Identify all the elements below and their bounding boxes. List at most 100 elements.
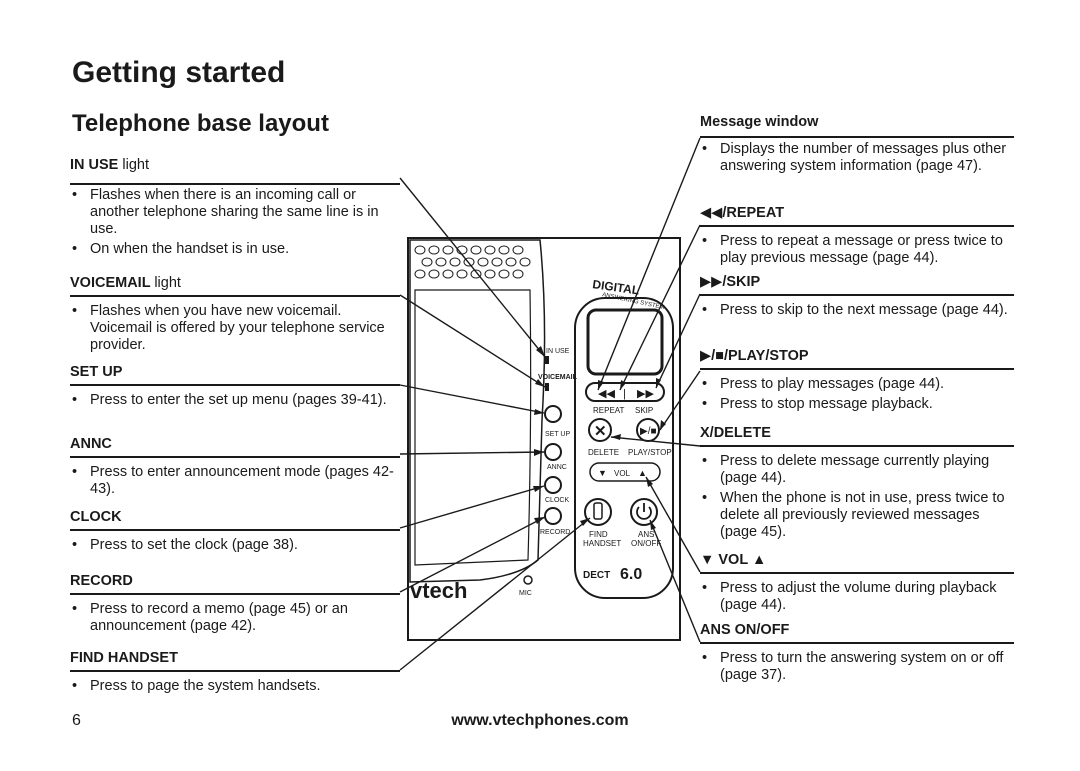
message-window-bullets: Displays the number of messages plus oth… xyxy=(700,136,1014,175)
find-label-device: FIND xyxy=(589,530,608,539)
voicemail-label-device: VOICEMAIL xyxy=(538,374,578,381)
set-up-callout xyxy=(399,384,545,414)
find-handset-heading: FIND HANDSET xyxy=(70,650,400,672)
clock-button xyxy=(544,476,562,494)
clock-callout xyxy=(399,485,545,529)
annc-callout xyxy=(399,451,545,455)
set-up-label-device: SET UP xyxy=(545,431,570,438)
repeat-heading: ◀◀/REPEAT xyxy=(700,205,1014,227)
fast-forward-icon: ▶▶ xyxy=(637,388,654,400)
clock-heading: CLOCK xyxy=(70,509,400,531)
mic-hole xyxy=(523,575,533,585)
record-callout xyxy=(399,516,546,593)
delete-label-device: DELETE xyxy=(588,448,619,457)
delete-heading: X/DELETE xyxy=(700,425,1014,447)
ans-on-off-section: ANS ON/OFF Press to turn the answering s… xyxy=(700,622,1014,687)
website-url: www.vtechphones.com xyxy=(451,712,629,729)
voicemail-light xyxy=(545,383,549,391)
page-number: 6 xyxy=(72,712,81,729)
voicemail-suffix: light xyxy=(154,275,181,291)
in-use-label: IN USE xyxy=(70,157,119,173)
list-item: Press to set the clock (page 38). xyxy=(70,537,400,554)
list-item: Displays the number of messages plus oth… xyxy=(700,141,1014,175)
play-stop-callout xyxy=(659,370,701,431)
play-stop-bullets: Press to play messages (page 44). Press … xyxy=(700,376,1014,413)
skip-heading: ▶▶/SKIP xyxy=(700,274,1014,296)
list-item: Press to turn the answering system on or… xyxy=(700,650,1014,684)
vol-section: ▼ VOL ▲ Press to adjust the volume durin… xyxy=(700,552,1014,617)
list-item: Press to page the system handsets. xyxy=(70,678,400,695)
list-item: Press to repeat a message or press twice… xyxy=(700,233,1014,267)
speaker-grille xyxy=(414,245,531,279)
set-up-section: SET UP Press to enter the set up menu (p… xyxy=(70,364,400,412)
divider-mark: | xyxy=(623,388,626,400)
left-callouts xyxy=(399,177,591,671)
skip-label-device: SKIP xyxy=(635,406,653,415)
delete-section: X/DELETE Press to delete message current… xyxy=(700,425,1014,544)
list-item: Press to stop message playback. xyxy=(700,396,1014,413)
dect-version: 6.0 xyxy=(620,566,642,583)
message-window xyxy=(586,308,664,376)
skip-bullets: Press to skip to the next message (page … xyxy=(700,302,1014,319)
annc-label-device: ANNC xyxy=(547,464,567,471)
list-item: Press to play messages (page 44). xyxy=(700,376,1014,393)
list-item: Press to skip to the next message (page … xyxy=(700,302,1014,319)
list-item: Press to adjust the volume during playba… xyxy=(700,580,1014,614)
repeat-bullets: Press to repeat a message or press twice… xyxy=(700,233,1014,267)
repeat-label-device: REPEAT xyxy=(593,406,625,415)
clock-bullets: Press to set the clock (page 38). xyxy=(70,537,400,554)
list-item: Press to enter the set up menu (pages 39… xyxy=(70,392,400,409)
play-stop-icon: ▶/■ xyxy=(640,426,657,437)
volume-button xyxy=(589,462,661,482)
ans-on-off-bullets: Press to turn the answering system on or… xyxy=(700,650,1014,684)
vol-heading: ▼ VOL ▲ xyxy=(700,552,1014,574)
ans-on-off-heading: ANS ON/OFF xyxy=(700,622,1014,644)
dect-logo: DECT xyxy=(583,570,610,581)
delete-x-icon: ✕ xyxy=(594,423,607,440)
voicemail-callout xyxy=(399,294,546,388)
handset-label-device: HANDSET xyxy=(583,539,621,548)
play-stop-label-device: PLAY/STOP xyxy=(628,448,672,457)
message-window-heading: Message window xyxy=(700,114,819,130)
record-label-device: RECORD xyxy=(540,529,570,536)
delete-button xyxy=(588,418,612,442)
record-section: RECORD Press to record a memo (page 45) … xyxy=(70,573,400,638)
right-callouts xyxy=(597,137,701,643)
digital-logo: DIGITAL xyxy=(592,277,641,297)
ans-on-off-callout xyxy=(649,519,701,643)
list-item: When the phone is not in use, press twic… xyxy=(700,490,1014,541)
play-stop-heading: ▶/■/PLAY/STOP xyxy=(700,348,1014,370)
list-item: Flashes when you have new voicemail. Voi… xyxy=(70,303,400,354)
repeat-label: /REPEAT xyxy=(722,205,785,221)
page-title: Getting started xyxy=(72,56,286,89)
vol-label-device: VOL xyxy=(614,469,631,478)
list-item: On when the handset is in use. xyxy=(70,241,400,258)
in-use-suffix: light xyxy=(122,157,149,173)
find-handset-bullets: Press to page the system handsets. xyxy=(70,678,400,695)
vol-callout xyxy=(645,476,701,573)
rewind-icon: ◀◀ xyxy=(598,388,615,400)
rewind-icon: ◀◀ xyxy=(700,205,723,221)
find-handset-callout xyxy=(399,517,591,671)
find-handset-section: FIND HANDSET Press to page the system ha… xyxy=(70,650,400,698)
delete-bullets: Press to delete message currently playin… xyxy=(700,453,1014,541)
repeat-callout xyxy=(619,224,701,391)
record-bullets: Press to record a memo (page 45) or an a… xyxy=(70,601,400,635)
annc-bullets: Press to enter announcement mode (pages … xyxy=(70,464,400,498)
record-button xyxy=(544,507,562,525)
set-up-heading: SET UP xyxy=(70,364,400,386)
message-window-section: Message window Displays the number of me… xyxy=(700,114,1014,178)
voicemail-label: VOICEMAIL xyxy=(70,275,151,291)
voicemail-heading: VOICEMAIL light xyxy=(70,275,400,297)
in-use-heading: IN USE light xyxy=(70,157,400,177)
in-use-label-device: IN USE xyxy=(546,348,570,355)
in-use-bullets: Flashes when there is an incoming call o… xyxy=(70,183,400,258)
list-item: Press to enter announcement mode (pages … xyxy=(70,464,400,498)
vol-label: VOL xyxy=(718,552,748,568)
annc-section: ANNC Press to enter announcement mode (p… xyxy=(70,436,400,501)
fast-forward-icon: ▶▶ xyxy=(700,274,723,290)
voicemail-section: VOICEMAIL light Flashes when you have ne… xyxy=(70,275,400,357)
list-item: Press to delete message currently playin… xyxy=(700,453,1014,487)
in-use-light xyxy=(545,356,549,364)
power-icon xyxy=(636,506,652,520)
